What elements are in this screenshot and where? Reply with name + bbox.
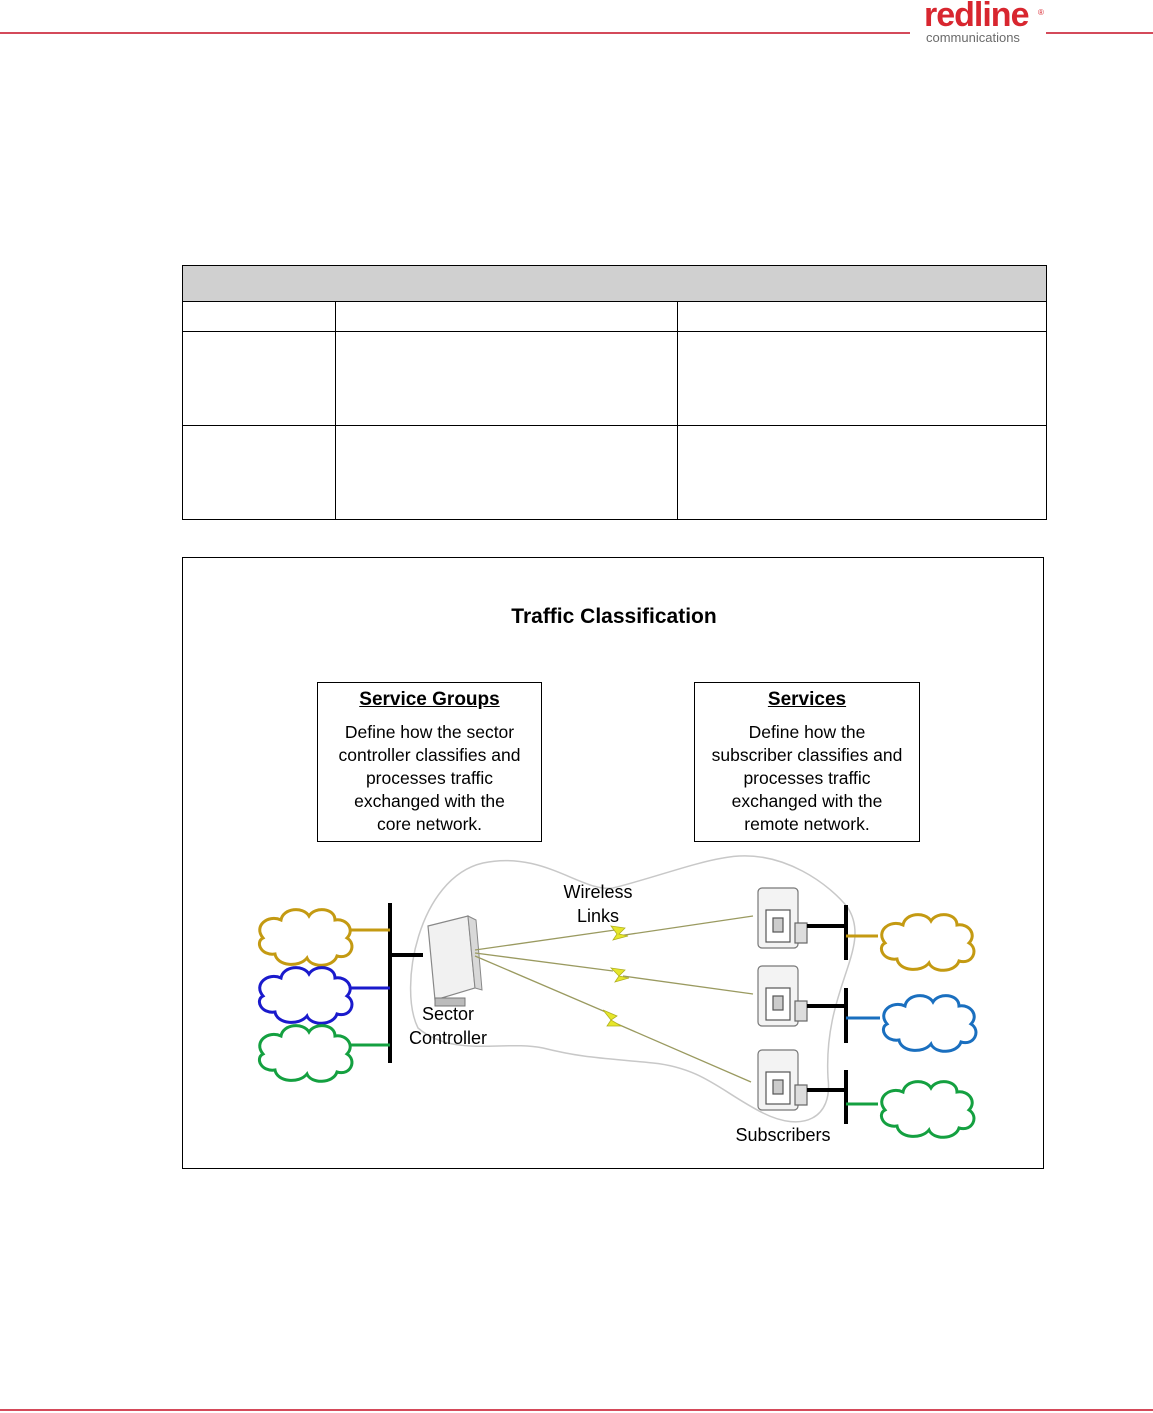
table-header-row (182, 265, 1047, 302)
text-line: controller classifies and (338, 745, 521, 765)
wireless-links-label: Wireless Links (563, 882, 633, 926)
services-box: Services Define how the subscriber class… (694, 682, 920, 842)
service-groups-title: Service Groups (359, 689, 500, 710)
services-body: Define how the subscriber classifies and… (695, 721, 919, 836)
subscriber-icon (757, 965, 808, 1027)
subscriber-icon (757, 1049, 808, 1111)
text-line: remote network. (744, 814, 870, 834)
text-line: Define how the sector (344, 722, 515, 742)
wireless-cloud (409, 855, 856, 1123)
text-line: Define how the (748, 722, 866, 742)
empty-table (182, 265, 1047, 520)
logo-registered-mark: ® (1038, 8, 1044, 17)
header-rule-left (0, 32, 910, 34)
gold-cloud-icon (880, 913, 976, 972)
traffic-classification-figure: Traffic Classification Service Groups De… (182, 557, 1044, 1169)
sector-controller-icon (427, 915, 483, 1007)
text-line: core network. (376, 814, 483, 834)
network-diagram (258, 855, 978, 1139)
service-groups-body: Define how the sector controller classif… (318, 721, 541, 836)
services-title: Services (767, 689, 847, 710)
footer-rule (0, 1409, 1153, 1411)
table-row (182, 301, 1047, 332)
service-groups-box: Service Groups Define how the sector con… (317, 682, 542, 842)
sky-cloud-icon (882, 994, 978, 1053)
text-line: processes traffic (743, 768, 871, 788)
logo-subtitle: communications (926, 30, 1020, 45)
header-rule-right (1046, 32, 1153, 34)
subscribers-label: Subscribers (735, 1125, 831, 1145)
gold-cloud-icon (258, 908, 354, 967)
figure-title: Traffic Classification (511, 605, 717, 628)
green-cloud-icon (880, 1080, 976, 1139)
text-line: processes traffic (365, 768, 494, 788)
lightning-bolt-icons (602, 925, 630, 1027)
wireless-link-lines (474, 915, 754, 1083)
blue-cloud-icon (258, 966, 354, 1025)
logo-wordmark: redline (924, 0, 1029, 34)
table-row (182, 425, 1047, 520)
redline-logo: redline ® communications (912, 0, 1044, 48)
table-row (182, 331, 1047, 426)
text-line: exchanged with the (731, 791, 883, 811)
text-line: subscriber classifies and (711, 745, 903, 765)
text-line: exchanged with the (354, 791, 505, 811)
sector-controller-label: Sector Controller (408, 1004, 488, 1048)
green-cloud-icon (258, 1024, 354, 1083)
subscriber-icon (757, 887, 808, 949)
